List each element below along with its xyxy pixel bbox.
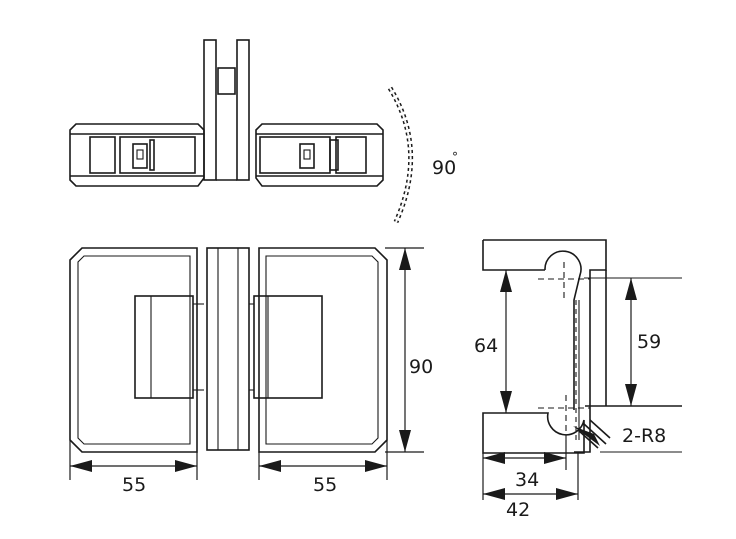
front-glass (206, 247, 250, 451)
side-bottom-bracket (482, 412, 585, 454)
top-left-plate (69, 123, 205, 187)
top-right-plate (255, 123, 384, 187)
dim-label-59: 59 (637, 331, 661, 353)
top-glass-right (236, 39, 250, 181)
dim-label-55-left: 55 (122, 474, 146, 496)
front-left-plate (69, 247, 198, 453)
dim-label-90: 90 (409, 356, 433, 378)
dim-label-55-right: 55 (313, 474, 337, 496)
side-top-bracket (483, 239, 607, 453)
side-pivot-top (544, 250, 582, 410)
angle-label: 90 (432, 157, 456, 179)
dim-label-42: 42 (506, 499, 530, 521)
top-view: 90 ° (69, 39, 458, 224)
top-glass-left (203, 39, 217, 181)
dim-label-64: 64 (474, 335, 498, 357)
dim-label-r8: 2-R8 (622, 425, 666, 447)
front-right-boss (253, 295, 323, 399)
rotation-arc (387, 86, 414, 224)
front-left-boss (134, 295, 194, 399)
front-right-plate (258, 247, 388, 453)
angle-unit: ° (452, 150, 458, 164)
dim-label-34: 34 (515, 469, 539, 491)
top-center-slot (217, 67, 236, 95)
side-view: 2-R8 64 59 34 42 (474, 239, 682, 521)
front-view: 90 55 55 (69, 247, 433, 496)
